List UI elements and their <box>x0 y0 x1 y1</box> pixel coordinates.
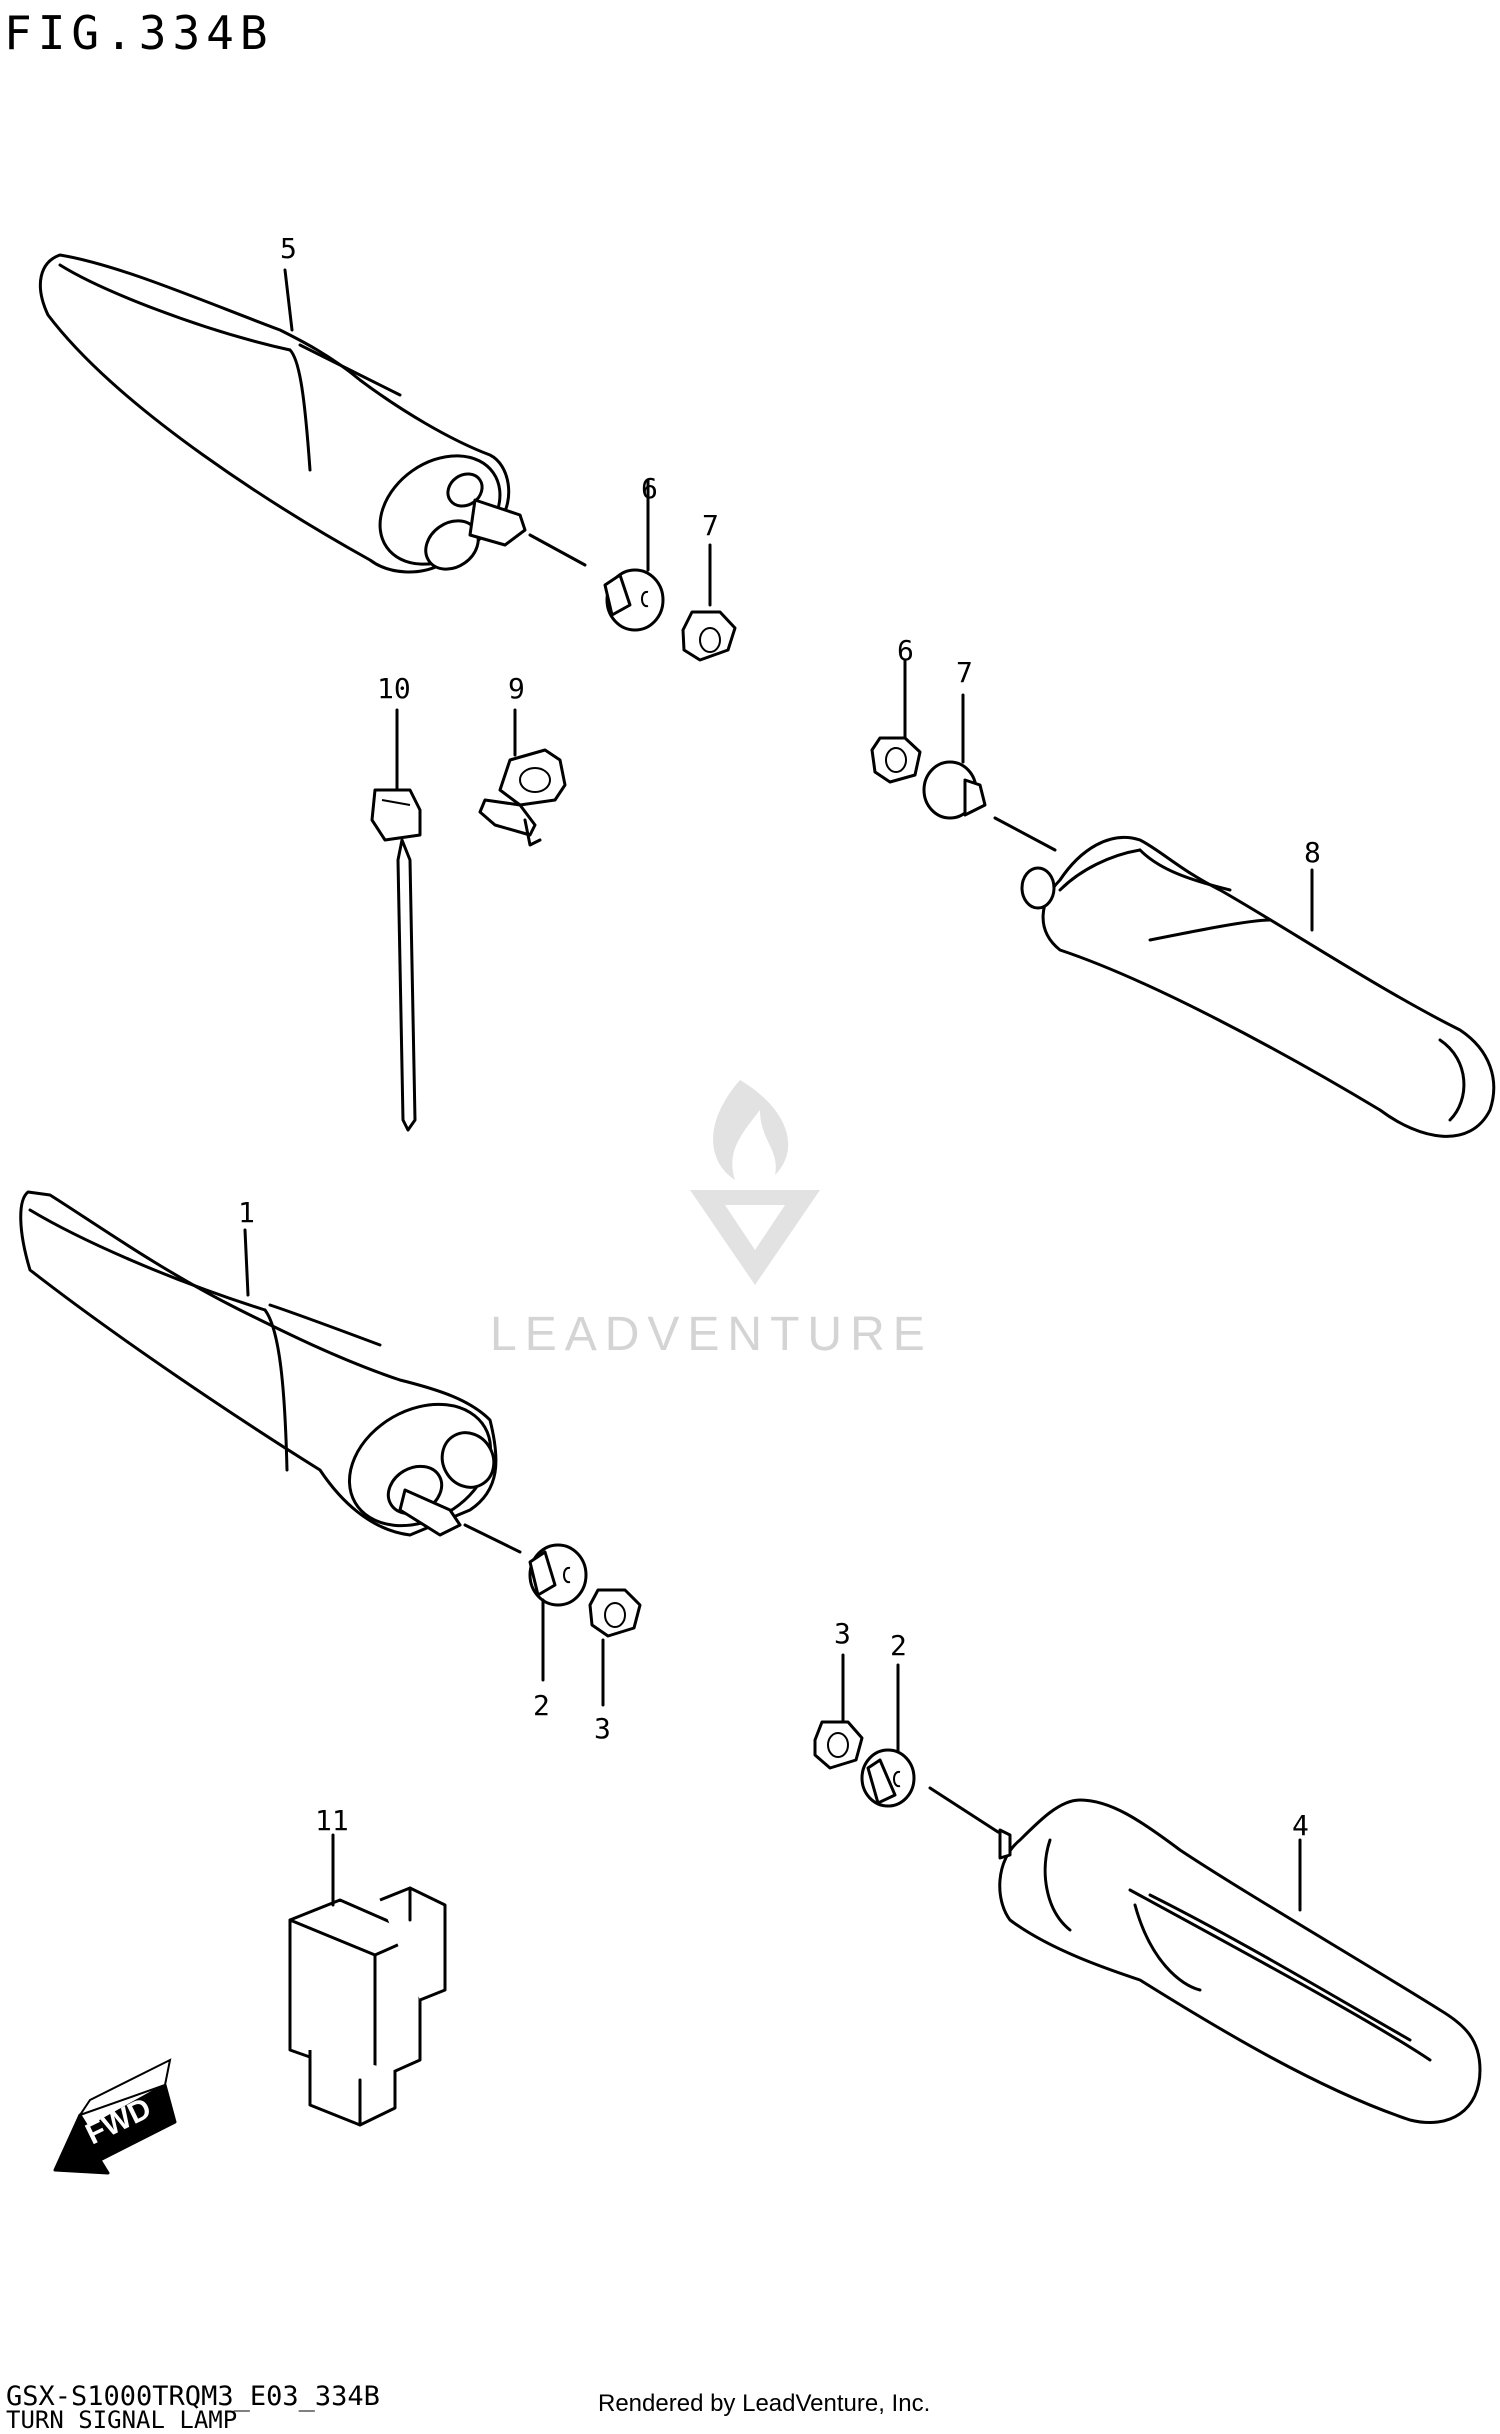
part-9-clamp[interactable] <box>478 708 567 847</box>
callout-labels: 5 6 7 10 9 6 7 8 1 2 3 3 2 4 11 <box>238 232 1321 1842</box>
callout-3-lower-left: 3 <box>594 1712 611 1745</box>
part-3-nut-lower-left[interactable] <box>588 1588 642 1707</box>
callout-6-right: 6 <box>897 634 914 667</box>
callout-10: 10 <box>377 672 411 705</box>
part-7-grommet-right[interactable] <box>922 693 987 820</box>
part-6-nut-upper[interactable] <box>603 478 665 632</box>
part-2-grommet-lower-left[interactable] <box>528 1543 588 1682</box>
callout-6-upper: 6 <box>641 472 658 505</box>
part-11-flasher-relay[interactable] <box>288 1833 447 2127</box>
model-code: GSX-S1000TRQM3_E03_334B <box>6 2381 380 2412</box>
fwd-arrow-icon: FWD <box>53 2058 177 2175</box>
rendered-by-credit: Rendered by LeadVenture, Inc. <box>598 2390 931 2417</box>
part-7-grommet-upper[interactable] <box>681 543 737 662</box>
callout-4: 4 <box>1292 1809 1309 1842</box>
part-2-grommet-lower-right[interactable] <box>860 1663 916 1808</box>
watermark-text: LEADVENTURE <box>490 1308 933 1361</box>
part-6-nut-right[interactable] <box>870 658 922 784</box>
figure-title: FIG.334B <box>4 6 274 60</box>
callout-9: 9 <box>508 672 525 705</box>
part-4-rear-right-turn-signal[interactable] <box>928 1786 1482 2125</box>
callout-2-lower-left: 2 <box>533 1689 550 1722</box>
part-10-cable-tie[interactable] <box>370 708 422 1132</box>
part-8-front-right-turn-signal[interactable] <box>993 816 1496 1138</box>
part-1-rear-left-turn-signal[interactable] <box>19 1190 522 1554</box>
callout-8: 8 <box>1304 836 1321 869</box>
watermark: LEADVENTURE <box>490 1080 933 1361</box>
callout-11: 11 <box>315 1804 349 1837</box>
callout-3-lower-right: 3 <box>834 1617 851 1650</box>
section-name: TURN SIGNAL LAMP <box>6 2406 238 2434</box>
callout-7-upper: 7 <box>702 509 719 542</box>
part-5-front-left-turn-signal[interactable] <box>38 253 587 587</box>
part-3-nut-lower-right[interactable] <box>813 1653 864 1770</box>
callout-7-right: 7 <box>956 656 973 689</box>
callout-1: 1 <box>238 1196 255 1229</box>
callout-5: 5 <box>280 232 297 265</box>
callout-2-lower-right: 2 <box>890 1629 907 1662</box>
